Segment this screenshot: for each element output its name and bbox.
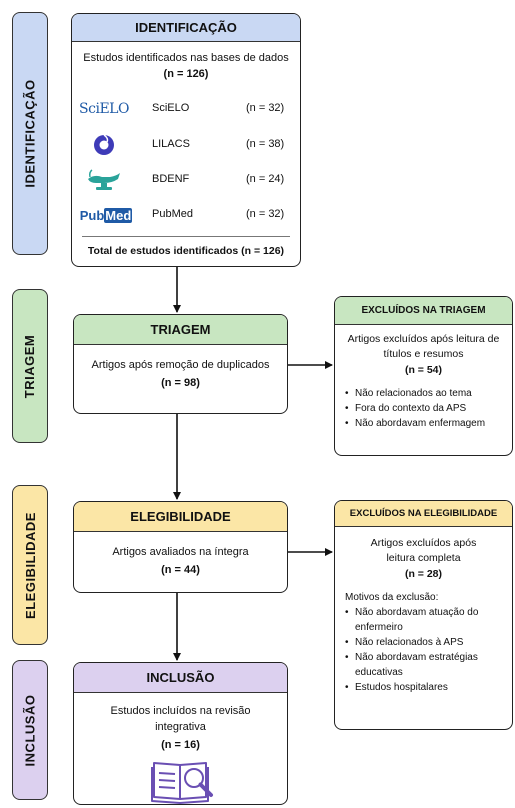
stage-label-elegibilidade: ELEGIBILIDADE bbox=[12, 485, 48, 645]
database-row-lilacs: LILACS (n = 38) bbox=[72, 130, 300, 160]
reason-item: Não abordavam atuação do enfermeiro bbox=[345, 605, 512, 635]
bdenf-logo bbox=[80, 165, 128, 195]
pubmed-logo-text: Pub bbox=[79, 207, 105, 223]
oil-lamp-icon bbox=[88, 169, 120, 190]
database-name: LILACS bbox=[152, 138, 190, 150]
reason-item: Não abordavam estratégias educativas bbox=[345, 650, 512, 680]
identificacao-box: IDENTIFICAÇÃO Estudos identificados nas … bbox=[71, 13, 301, 267]
elegibilidade-header: ELEGIBILIDADE bbox=[74, 502, 287, 532]
database-count: (n = 38) bbox=[246, 138, 285, 150]
excluidos-triagem-header: EXCLUÍDOS NA TRIAGEM bbox=[335, 297, 512, 325]
excluidos-triagem-description: Artigos excluídos após leitura de título… bbox=[347, 333, 500, 360]
triagem-count: (n = 98) bbox=[161, 377, 200, 389]
identificacao-header: IDENTIFICAÇÃO bbox=[72, 14, 300, 42]
inclusao-count: (n = 16) bbox=[161, 739, 200, 751]
excluidos-elegibilidade-count: (n = 28) bbox=[404, 568, 443, 580]
reason-item: Não abordavam enfermagem bbox=[345, 416, 512, 431]
inclusao-box: INCLUSÃO Estudos incluídos na revisão in… bbox=[73, 662, 288, 805]
database-row-bdenf: BDENF (n = 24) bbox=[72, 165, 300, 195]
book-search-icon bbox=[150, 753, 216, 804]
excluidos-elegibilidade-reasons: Não abordavam atuação do enfermeiro Não … bbox=[335, 605, 512, 695]
reason-item: Fora do contexto da APS bbox=[345, 401, 512, 416]
identificacao-total: Total de estudos identificados (n = 126) bbox=[87, 245, 285, 257]
triagem-header: TRIAGEM bbox=[74, 315, 287, 345]
excluidos-triagem-box: EXCLUÍDOS NA TRIAGEM Artigos excluídos a… bbox=[334, 296, 513, 456]
elegibilidade-count: (n = 44) bbox=[161, 564, 200, 576]
lilacs-icon bbox=[94, 134, 114, 155]
excluidos-elegibilidade-description: Artigos excluídos após leitura completa bbox=[370, 537, 477, 564]
excluidos-elegibilidade-box: EXCLUÍDOS NA ELEGIBILIDADE Artigos exclu… bbox=[334, 500, 513, 730]
elegibilidade-description: Artigos avaliados na íntegra bbox=[112, 546, 249, 558]
stage-label-inclusao: INCLUSÃO bbox=[12, 660, 48, 800]
stage-label-triagem: TRIAGEM bbox=[12, 289, 48, 443]
database-name: PubMed bbox=[152, 208, 193, 220]
divider bbox=[82, 236, 290, 237]
pubmed-logo-text: Med bbox=[104, 207, 133, 223]
excluidos-elegibilidade-header: EXCLUÍDOS NA ELEGIBILIDADE bbox=[335, 501, 512, 527]
identificacao-description: Estudos identificados nas bases de dados bbox=[83, 52, 289, 64]
scielo-logo: SciELO bbox=[79, 94, 129, 124]
reason-item: Estudos hospitalares bbox=[345, 680, 512, 695]
excluidos-triagem-reasons: Não relacionados ao tema Fora do context… bbox=[335, 386, 512, 431]
identificacao-count: (n = 126) bbox=[163, 68, 209, 80]
inclusao-description: Estudos incluídos na revisão integrativa bbox=[110, 705, 251, 733]
reason-item: Não relacionados ao tema bbox=[345, 386, 512, 401]
elegibilidade-box: ELEGIBILIDADE Artigos avaliados na ínteg… bbox=[73, 501, 288, 593]
motivos-label: Motivos da exclusão: bbox=[345, 592, 439, 603]
lilacs-logo bbox=[80, 130, 128, 160]
triagem-description: Artigos após remoção de duplicados bbox=[91, 359, 270, 371]
database-count: (n = 32) bbox=[246, 208, 285, 220]
database-count: (n = 24) bbox=[246, 173, 285, 185]
inclusao-header: INCLUSÃO bbox=[74, 663, 287, 693]
stage-label-identificacao: IDENTIFICAÇÃO bbox=[12, 12, 48, 255]
database-row-scielo: SciELO SciELO (n = 32) bbox=[72, 94, 300, 124]
database-count: (n = 32) bbox=[246, 102, 285, 114]
database-name: BDENF bbox=[152, 173, 190, 185]
scielo-logo-text: SciELO bbox=[79, 101, 129, 117]
triagem-box: TRIAGEM Artigos após remoção de duplicad… bbox=[73, 314, 288, 414]
excluidos-triagem-count: (n = 54) bbox=[404, 364, 443, 376]
reason-item: Não relacionados à APS bbox=[345, 635, 512, 650]
database-name: SciELO bbox=[152, 102, 190, 114]
